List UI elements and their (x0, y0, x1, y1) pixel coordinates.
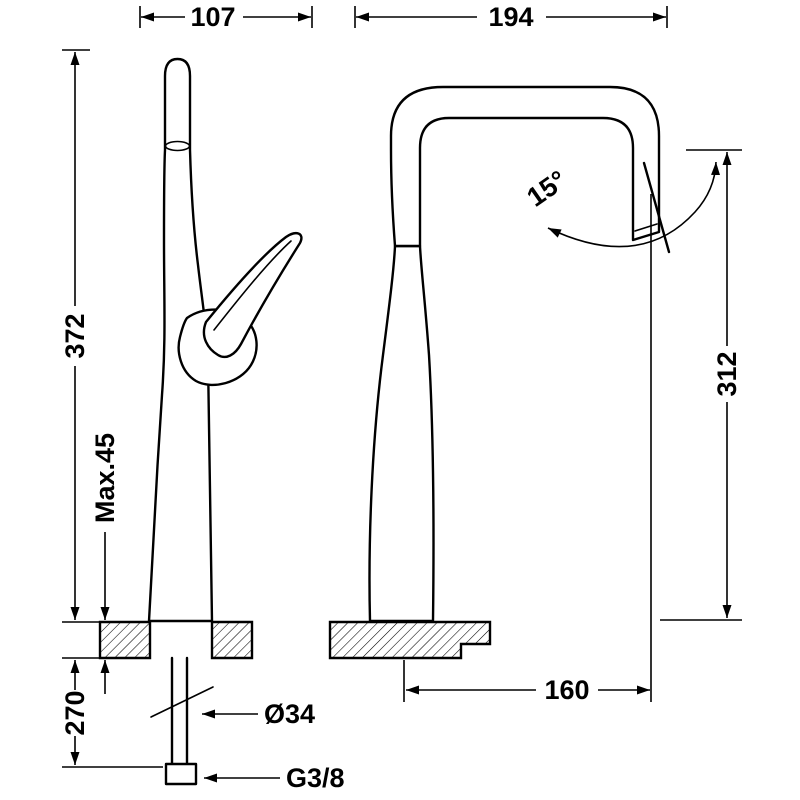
dim-312-label: 312 (712, 351, 742, 396)
dim-max45: Max.45 (90, 433, 120, 694)
handle-lever-contour (213, 240, 292, 331)
dim-max45-label: Max.45 (90, 433, 120, 523)
side-faucet-body (368, 244, 435, 623)
dim-angle: 15° (522, 161, 721, 248)
dim-thread-label: G3/8 (286, 763, 345, 793)
dim-270-label: 270 (60, 690, 90, 735)
dim-diameter-label: Ø34 (264, 699, 315, 729)
thread-connector (164, 762, 198, 786)
side-faucet-spout (389, 85, 661, 248)
dim-angle-label: 15° (522, 165, 573, 213)
countertop-right (328, 620, 492, 660)
countertop-left (98, 620, 254, 660)
dim-107: 107 (139, 2, 313, 32)
dim-thread: G3/8 (204, 763, 345, 793)
handle-lever (202, 231, 303, 359)
dim-270: 270 (60, 657, 163, 768)
angle-arc (547, 161, 721, 248)
counter-section-left-a (98, 620, 152, 660)
side-view-faucet (368, 85, 671, 702)
dim-160-label: 160 (544, 675, 589, 705)
dim-160: 160 (403, 660, 650, 705)
counter-section-left-b (210, 620, 254, 660)
dim-312: 312 (660, 149, 742, 621)
front-view-faucet (147, 57, 303, 623)
dim-diameter: Ø34 (202, 699, 315, 729)
dim-372: 372 (60, 49, 100, 623)
dim-372-label: 372 (60, 313, 90, 358)
dim-194: 194 (354, 2, 668, 32)
supply-pipe (150, 656, 214, 786)
counter-section-right (328, 620, 492, 660)
aerator-outlet (164, 140, 191, 152)
dim-107-label: 107 (190, 2, 235, 32)
pipe-break-mark (150, 686, 214, 718)
dim-194-label: 194 (488, 2, 533, 32)
